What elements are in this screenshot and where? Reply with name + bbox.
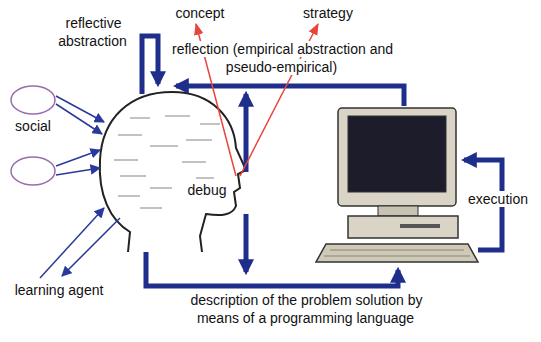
label-text: debug (187, 182, 228, 198)
label-text: social (14, 118, 52, 134)
label-text: learning agent (14, 282, 105, 298)
social-circle (11, 157, 55, 185)
flow-lines (142, 36, 502, 286)
label-text: reflection (empirical abstraction and ps… (171, 41, 393, 75)
execution-label: execution (462, 190, 534, 208)
concept-label: concept (170, 4, 230, 22)
social-circle (11, 86, 55, 114)
head-silhouette (100, 92, 246, 252)
computer-illustration (316, 108, 478, 262)
label-text: strategy (302, 5, 354, 21)
debug-label: debug (180, 181, 234, 199)
label-text: reflective abstraction (58, 15, 127, 49)
description-label: description of the problem solution by m… (170, 291, 442, 327)
learning-agent-label: learning agent (4, 281, 114, 299)
reflection-label: reflection (empirical abstraction and ps… (168, 40, 396, 76)
label-text: execution (467, 191, 529, 207)
social-label: social (4, 117, 62, 135)
label-text: concept (174, 5, 225, 21)
strategy-label: strategy (296, 4, 360, 22)
thin-arrows (40, 96, 120, 278)
label-text: description of the problem solution by m… (190, 292, 423, 326)
reflective-abstraction-label: reflective abstraction (52, 14, 134, 50)
